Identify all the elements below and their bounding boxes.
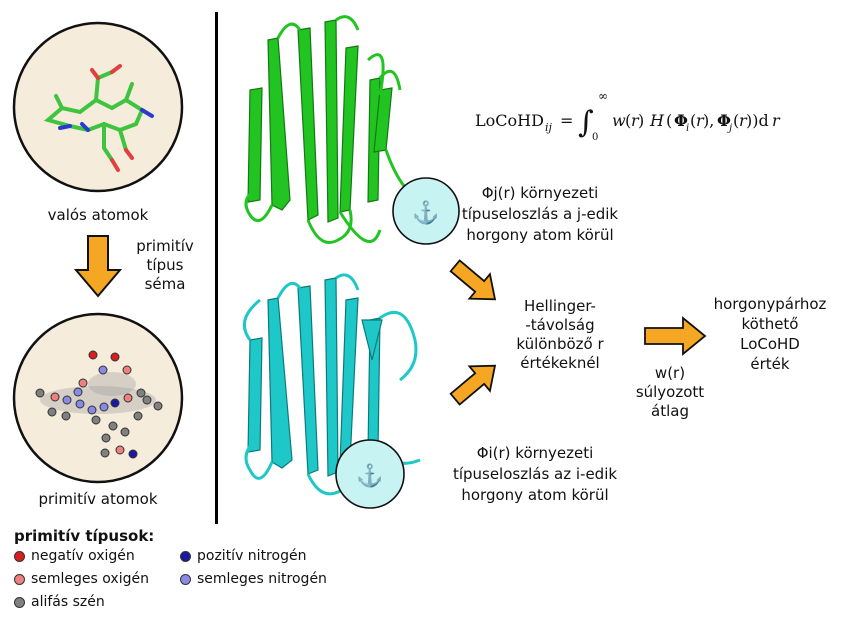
svg-text:0: 0	[592, 132, 598, 143]
down-arrow	[73, 235, 123, 298]
anchor-icon: ⚓	[356, 463, 383, 489]
neutral-oxygen-dot	[14, 573, 25, 585]
right-panel-graphics: ⚓ ⚓ LoCoHD ij = ∫ ∞ 0 w (	[242, 15, 781, 509]
hellinger-distance-label: Hellinger- -távolság különböző r értékek…	[516, 297, 604, 372]
svg-text:LoCoHD: LoCoHD	[475, 111, 544, 130]
green-protein-ribbon	[247, 19, 393, 223]
aliphatic-carbon-dot	[14, 596, 25, 608]
phi-j-description: Φj(r) környezeti típuseloszlás a j-edik …	[461, 184, 619, 244]
arrow-down-right	[449, 259, 497, 301]
negative-oxygen-dot	[14, 550, 25, 562]
locohd-formula: LoCoHD ij = ∫ ∞ 0 w ( r ) H ( Φ i ( r ),…	[475, 89, 781, 143]
svg-text:r: r	[772, 111, 781, 130]
real-atoms-circle	[12, 21, 184, 193]
stick-model	[43, 64, 154, 172]
legend-item: semleges oxigén	[14, 571, 149, 587]
primitive-atoms	[35, 350, 163, 459]
svg-text:): )	[638, 111, 644, 130]
svg-text:∫: ∫	[578, 105, 594, 140]
anchor-circle-i	[335, 439, 405, 509]
legend-item: negatív oxigén	[14, 548, 135, 564]
neutral-nitrogen-dot	[180, 573, 191, 585]
legend-item: semleges nitrogén	[180, 571, 327, 587]
vertical-divider	[215, 12, 218, 524]
svg-text:Φ: Φ	[717, 111, 731, 130]
svg-text:j: j	[727, 123, 732, 134]
cyan-protein-ribbon	[247, 277, 383, 477]
legend-item: pozitív nitrogén	[180, 548, 306, 564]
svg-text:=: =	[560, 111, 573, 130]
arrow-right	[644, 316, 707, 356]
svg-text:r: r	[696, 111, 705, 130]
svg-text:ij: ij	[545, 121, 553, 134]
svg-text:(: (	[625, 111, 631, 130]
primitive-atoms-circle	[12, 312, 184, 484]
primitive-atoms-label: primitív atomok	[38, 490, 158, 508]
weighted-average-label: w(r) súlyozott átlag	[635, 364, 705, 420]
legend-item: alifás szén	[14, 594, 105, 610]
real-atoms-label: valós atomok	[47, 206, 149, 224]
legend-title: primitív típusok:	[14, 527, 155, 545]
svg-text:),: ),	[703, 111, 714, 130]
svg-text:))d: ))d	[746, 111, 769, 130]
svg-text:(: (	[666, 111, 672, 130]
svg-text:(: (	[733, 111, 739, 130]
svg-text:r: r	[739, 111, 748, 130]
svg-text:H: H	[649, 111, 665, 130]
svg-text:i: i	[686, 123, 689, 134]
svg-text:r: r	[631, 111, 640, 130]
left-panel-graphics	[12, 21, 184, 484]
positive-nitrogen-dot	[180, 550, 191, 562]
arrow-up-right	[449, 364, 497, 406]
result-label: horgonypárhoz köthető LoCoHD érték	[713, 295, 827, 373]
svg-text:Φ: Φ	[674, 111, 688, 130]
anchor-icon: ⚓	[412, 200, 439, 226]
primitive-type-scheme-label: primitív típus séma	[136, 237, 194, 293]
anchor-circle-j	[392, 177, 460, 245]
svg-text:(: (	[690, 111, 696, 130]
svg-text:w: w	[612, 111, 626, 130]
phi-i-description: Φi(r) környezeti típuseloszlás az i-edik…	[452, 444, 618, 504]
svg-text:∞: ∞	[598, 89, 608, 103]
